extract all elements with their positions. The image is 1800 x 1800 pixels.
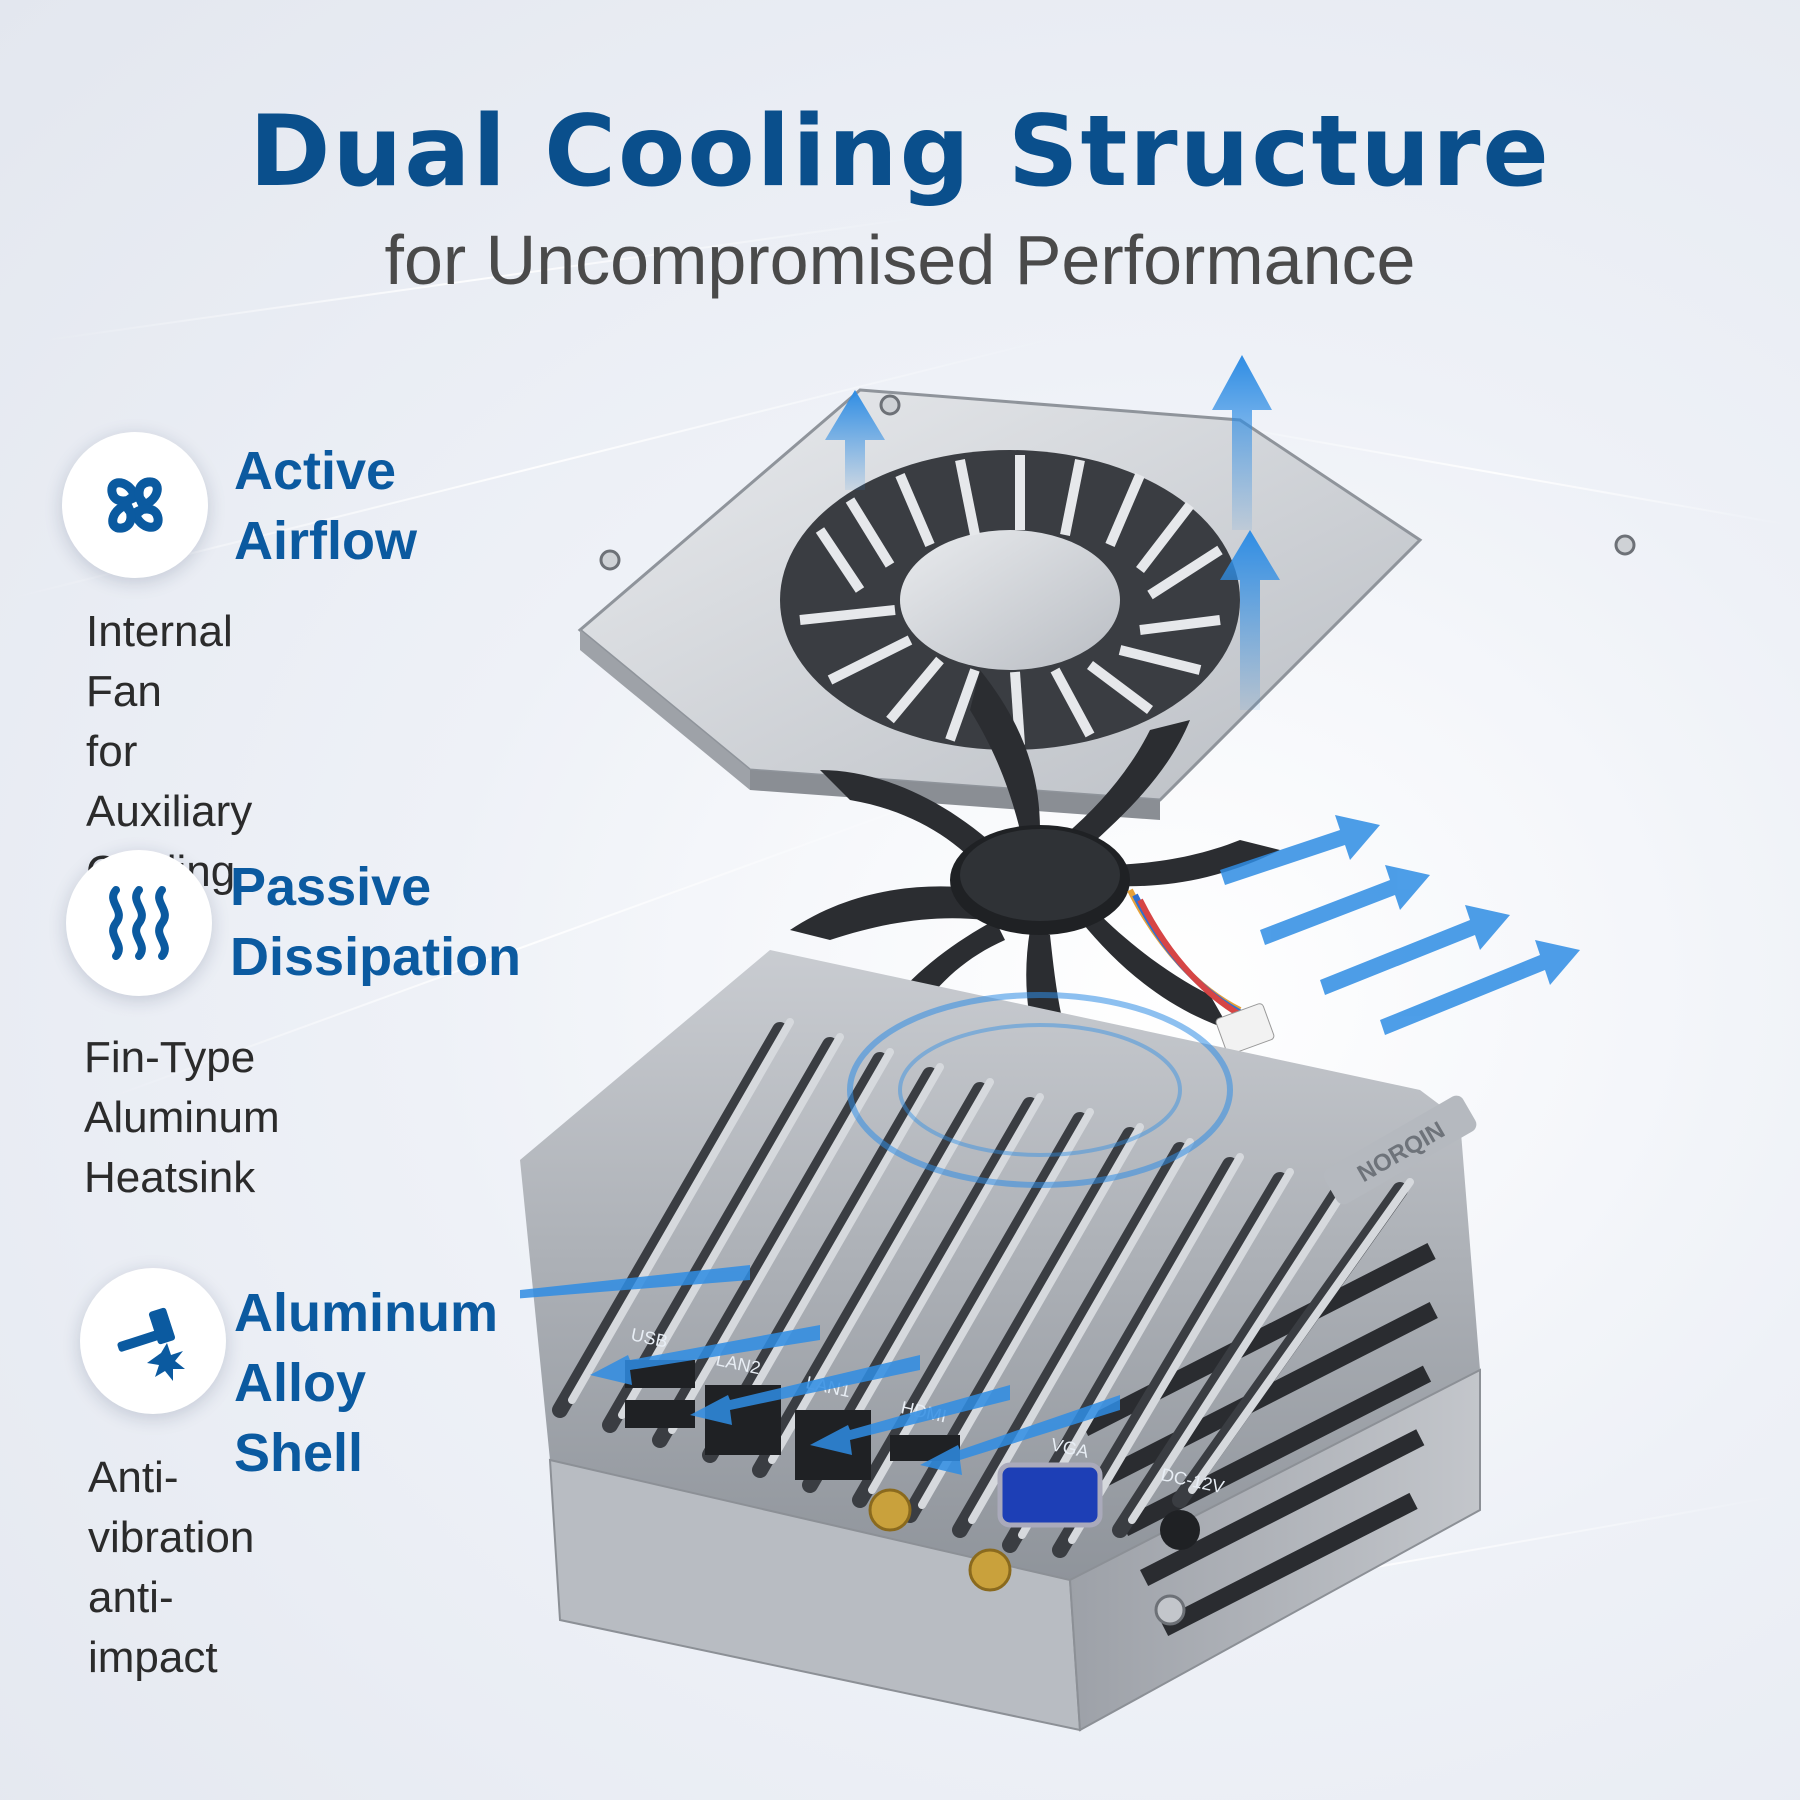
feature-title-line2: Dissipation bbox=[230, 927, 522, 987]
antenna-connector-1 bbox=[868, 1488, 912, 1532]
airflow-arrow-right-2 bbox=[1260, 865, 1430, 945]
airflow-arrow-right-4 bbox=[1380, 940, 1580, 1035]
dc-power-jack bbox=[1160, 1510, 1200, 1550]
ground-screw bbox=[1154, 1594, 1186, 1626]
airflow-arrow-right-1 bbox=[1220, 815, 1380, 885]
feature-desc-line1: Anti-vibration bbox=[88, 1453, 255, 1562]
fan-icon-badge bbox=[62, 432, 208, 578]
mini-pc-illustration: NORQIN USB LAN2 LAN1 HDMI VGA DC-12V bbox=[520, 355, 1636, 1732]
top-cover-plate bbox=[577, 388, 1636, 820]
feature-title-line1: Active bbox=[234, 441, 397, 501]
hammer-impact-icon bbox=[117, 1307, 185, 1381]
airflow-arrow-up-2 bbox=[1212, 355, 1272, 530]
heat-waves-icon bbox=[109, 886, 169, 960]
airflow-arrows bbox=[825, 355, 1280, 710]
feature-title-line1: Passive bbox=[230, 857, 432, 917]
antenna-connector-2 bbox=[968, 1548, 1012, 1592]
airflow-arrow-right-3 bbox=[1320, 905, 1510, 995]
fan-icon bbox=[107, 477, 163, 533]
airflow-arrow-left-4 bbox=[810, 1385, 1010, 1455]
airflow-arrows-side bbox=[520, 815, 1580, 1475]
feature-title-line1: Aluminum bbox=[234, 1283, 498, 1343]
airflow-arrow-left-5 bbox=[920, 1395, 1120, 1475]
airflow-arrow-up-3 bbox=[1220, 530, 1280, 710]
hammer-impact-icon-badge bbox=[80, 1268, 226, 1414]
feature-title-line2: Airflow bbox=[234, 511, 417, 571]
feature-desc-line1: Internal Fan bbox=[86, 607, 233, 716]
feature-desc-line2: Heatsink bbox=[84, 1153, 256, 1202]
cooling-fan bbox=[790, 670, 1280, 1110]
feature-desc-line1: Fin-Type Aluminum bbox=[84, 1033, 280, 1142]
page-title: Dual Cooling Structure bbox=[249, 95, 1551, 209]
vga-port bbox=[997, 1462, 1103, 1528]
feature-title-line2: Alloy Shell bbox=[234, 1353, 367, 1483]
airflow-arrow-left-3 bbox=[690, 1355, 920, 1425]
airflow-arrow-up-1 bbox=[825, 390, 885, 490]
airflow-arrow-left-1 bbox=[520, 1265, 750, 1299]
feature-desc-line2: anti-impact bbox=[88, 1573, 218, 1682]
page-subtitle: for Uncompromised Performance bbox=[384, 221, 1416, 299]
heat-waves-icon-badge bbox=[66, 850, 212, 996]
usb-port-bottom bbox=[625, 1400, 695, 1428]
airflow-arrow-left-2 bbox=[590, 1325, 820, 1385]
chassis-shell: NORQIN bbox=[520, 950, 1481, 1732]
